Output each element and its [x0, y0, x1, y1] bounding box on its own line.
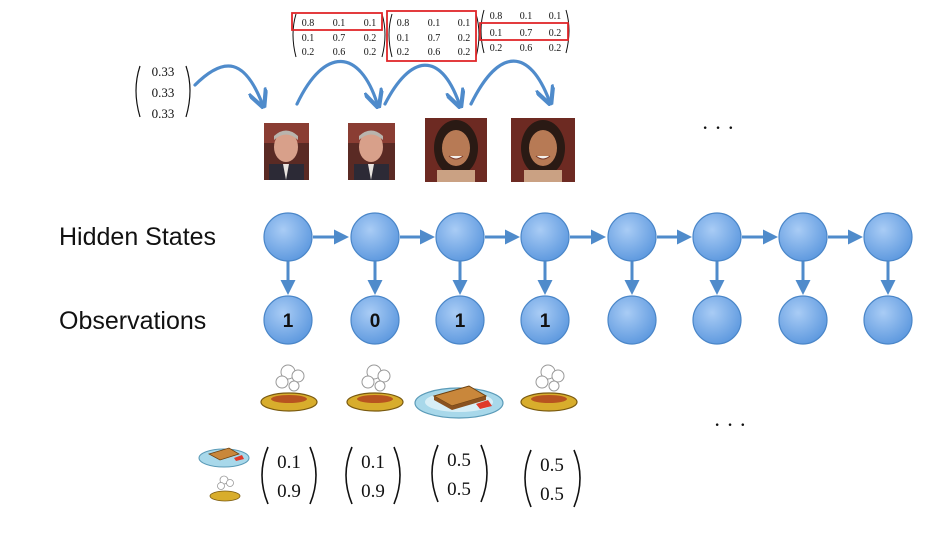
highlight-row-2: [479, 22, 569, 41]
initial-prob-3: 0.33: [152, 106, 175, 121]
observations-label: Observations: [59, 307, 206, 335]
t3-r1c1: 0.8: [490, 11, 503, 22]
photo-man-face-icon: [348, 123, 395, 180]
observation-node: [607, 295, 657, 345]
t1-r2c1: 0.1: [302, 33, 315, 44]
t2-r3c3: 0.2: [458, 47, 471, 58]
emission-2-top: 0.1: [361, 452, 385, 473]
hidden-states-label: Hidden States: [59, 223, 216, 251]
t3-r3c2: 0.6: [520, 43, 533, 54]
t2-r3c2: 0.6: [428, 47, 441, 58]
observation-node: [863, 295, 913, 345]
t3-r1c2: 0.1: [520, 11, 533, 22]
emission-3-top: 0.5: [447, 450, 471, 471]
hidden-state-node: [350, 212, 400, 262]
t3-r1c3: 0.1: [549, 11, 562, 22]
transition-arrow-3: [469, 59, 549, 104]
hidden-state-node: [692, 212, 742, 262]
highlight-row-1: [291, 12, 383, 31]
ellipsis-bottom: · · ·: [714, 412, 747, 437]
observation-value-2: 0: [370, 311, 381, 332]
t1-r3c2: 0.6: [333, 47, 346, 58]
highlight-matrix: [386, 10, 477, 62]
hidden-state-node: [607, 212, 657, 262]
emission-vector-3: 0.5 0.5: [431, 444, 488, 503]
t1-r1c1: 0.8: [302, 18, 315, 29]
transition-matrix-3: 0.8 0.1 0.1 0.1 0.7 0.2 0.2 0.6 0.2: [479, 9, 570, 54]
observation-node: [692, 295, 742, 345]
soup-bowl-icon: [346, 364, 404, 412]
initial-distribution: 0.33 0.33 0.33: [135, 64, 191, 121]
t2-r3c1: 0.2: [397, 47, 410, 58]
transition-matrix-2: 0.8 0.1 0.1 0.1 0.7 0.2 0.2 0.6 0.2: [386, 10, 480, 62]
t2-r1c1: 0.8: [397, 18, 410, 29]
t2-r1c3: 0.1: [458, 18, 471, 29]
emission-3-bottom: 0.5: [447, 479, 471, 500]
initial-prob-2: 0.33: [152, 85, 175, 100]
t3-r3c3: 0.2: [549, 43, 562, 54]
sandwich-plate-icon: [198, 447, 250, 468]
transition-matrix-1: 0.8 0.1 0.1 0.1 0.7 0.2 0.2 0.6 0.2: [291, 12, 386, 58]
emission-vector-2: 0.1 0.9: [345, 446, 401, 505]
observation-values: 1 0 1 1: [283, 311, 551, 332]
observation-nodes: [263, 295, 913, 345]
t2-r2c1: 0.1: [397, 33, 410, 44]
hidden-state-nodes: [263, 212, 913, 262]
soup-bowl-icon: [260, 364, 318, 412]
initial-prob-1: 0.33: [152, 64, 175, 79]
initial-arrow: [193, 64, 262, 103]
photo-woman-face-icon: [511, 118, 575, 182]
ellipsis-top: · · ·: [702, 115, 735, 140]
observation-node: [350, 295, 400, 345]
emission-vector-4: 0.5 0.5: [524, 449, 581, 508]
photo-woman-face-icon: [425, 118, 487, 182]
hidden-state-node: [263, 212, 313, 262]
hidden-state-node: [778, 212, 828, 262]
top-curved-arrows: [193, 59, 549, 104]
observation-value-1: 1: [283, 311, 294, 332]
t2-r1c2: 0.1: [428, 18, 441, 29]
photo-man-face-icon: [264, 123, 309, 180]
observation-node: [520, 295, 570, 345]
emission-arrows: [280, 261, 896, 295]
observation-node: [435, 295, 485, 345]
t1-r2c2: 0.7: [333, 33, 346, 44]
observation-node: [263, 295, 313, 345]
t2-r2c3: 0.2: [458, 33, 471, 44]
t3-r3c1: 0.2: [490, 43, 503, 54]
observation-value-4: 1: [540, 311, 551, 332]
soup-bowl-icon: [209, 475, 241, 502]
t3-r2c1: 0.1: [490, 28, 503, 39]
t1-r3c1: 0.2: [302, 47, 315, 58]
transition-arrow-2: [383, 63, 459, 104]
emission-1-bottom: 0.9: [277, 481, 301, 502]
t1-r1c3: 0.1: [364, 18, 377, 29]
emission-4-bottom: 0.5: [540, 484, 564, 505]
t1-r2c3: 0.2: [364, 33, 377, 44]
observation-value-3: 1: [455, 311, 466, 332]
t3-r2c2: 0.7: [520, 28, 533, 39]
emission-4-top: 0.5: [540, 455, 564, 476]
hidden-state-node: [435, 212, 485, 262]
emission-2-bottom: 0.9: [361, 481, 385, 502]
t1-r1c2: 0.1: [333, 18, 346, 29]
hidden-state-node: [520, 212, 570, 262]
sandwich-plate-icon: [414, 385, 504, 419]
emission-vector-1: 0.1 0.9: [261, 446, 317, 505]
observation-node: [778, 295, 828, 345]
t2-r2c2: 0.7: [428, 33, 441, 44]
soup-bowl-icon: [520, 364, 578, 412]
emission-1-top: 0.1: [277, 452, 301, 473]
t1-r3c3: 0.2: [364, 47, 377, 58]
hidden-state-node: [863, 212, 913, 262]
t3-r2c3: 0.2: [549, 28, 562, 39]
transition-arrow-1: [295, 60, 377, 104]
